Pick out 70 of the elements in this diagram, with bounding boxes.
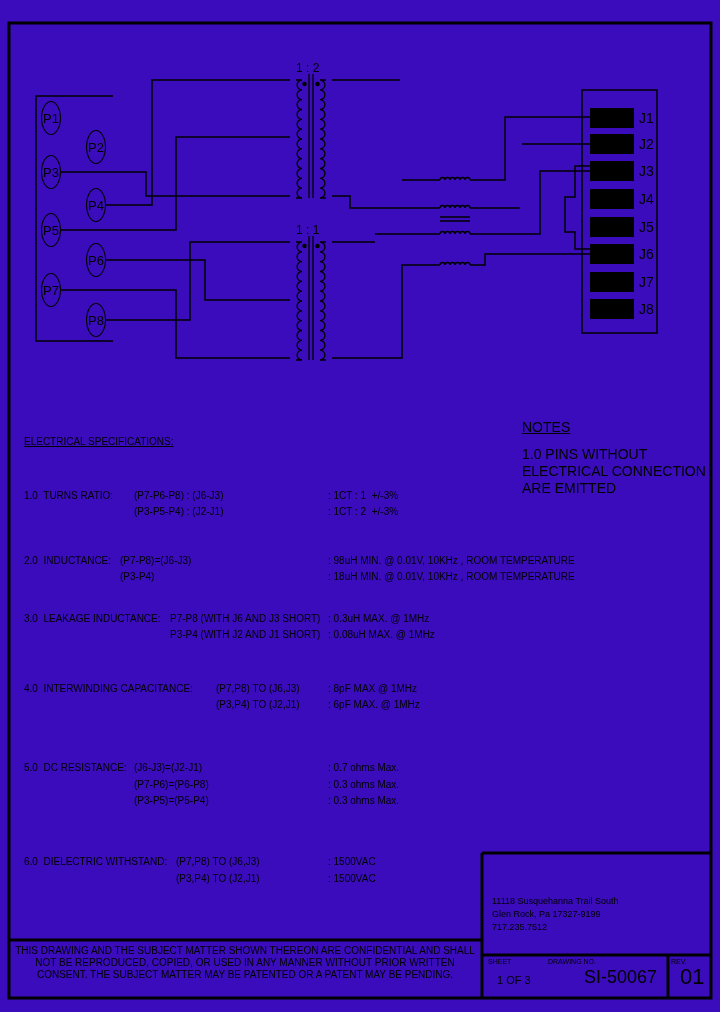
pin-label: J3 (639, 163, 654, 179)
spec-label: 3.0 LEAKAGE INDUCTANCE: (24, 613, 161, 625)
spec-value: : 98uH MIN. @ 0.01V, 10KHz , ROOM TEMPERATURE (328, 555, 575, 567)
spec-term: (P3-P5-P4) : (J2-J1) (134, 506, 224, 518)
pin-label: J2 (639, 136, 654, 152)
wire (105, 259, 291, 301)
spec-term: (P7,P8) TO (J6,J3) (176, 856, 260, 868)
spec-term: P3-P4 (WITH J2 AND J1 SHORT) (170, 629, 321, 641)
spec-term: P7-P8 (WITH J6 AND J3 SHORT) (170, 613, 321, 625)
wire (105, 241, 291, 321)
spec-value: : 1CT : 1 +/-3% (328, 490, 399, 502)
spec-term: (P7-P6-P8) : (J6-J3) (134, 490, 224, 502)
spec-value: : 1500VAC (328, 873, 376, 885)
wire (471, 170, 591, 235)
phone-number: 717.235.7512 (492, 922, 548, 933)
spec-term: (P7-P8)=(J6-J3) (120, 555, 192, 567)
notes-heading: NOTES (522, 419, 571, 436)
spec-label: 1.0 TURNS RATIO: (24, 490, 114, 502)
spec-value: : 1CT : 2 +/-3% (328, 506, 399, 518)
pin-label: J1 (639, 110, 654, 126)
spec-term: (J6-J3)=(J2-J1) (134, 762, 203, 774)
spec-term: (P3,P4) TO (J2,J1) (216, 699, 300, 711)
spec-label: 2.0 INDUCTANCE: (24, 555, 112, 567)
pin-label: J7 (639, 274, 654, 290)
wire (331, 264, 437, 359)
spec-value: : 0.3uH MAX. @ 1MHz (328, 613, 430, 625)
spec-value: : 18uH MIN. @ 0.01V, 10KHz , ROOM TEMPERATURE (328, 571, 575, 583)
address-line: 11118 Susquehanna Trail South (492, 896, 619, 907)
ratio-label: 1 : 2 (296, 62, 320, 74)
note-text: 1.0 PINS WITHOUT ELECTRICAL CONNECTION ARE EMITTED (522, 446, 707, 497)
spec-label: 6.0 DIELECTRIC WITHSTAND: (24, 856, 168, 868)
spec-term: (P3-P5)=(P5-P4) (134, 795, 209, 807)
pin-label: J4 (639, 191, 654, 207)
spec-value: : 0.3 ohms Max. (328, 795, 400, 807)
spec-term: (P7,P8) TO (J6,J3) (216, 683, 300, 695)
wire (521, 143, 591, 145)
spec-value: : 0.3 ohms Max. (328, 779, 400, 791)
wire (401, 179, 437, 181)
sheet-number: 1 OF 3 (497, 974, 531, 987)
spec-term: (P3,P4) TO (J2,J1) (176, 873, 260, 885)
wire (331, 79, 401, 81)
wire (564, 165, 591, 250)
spec-term: (P7-P6)=(P6-P8) (134, 779, 209, 791)
pin-label: J6 (639, 246, 654, 262)
wire (60, 289, 291, 359)
spec-value: : 1500VAC (328, 856, 376, 868)
address-line: Glen Rock, Pa 17327-9199 (492, 909, 601, 920)
wire (105, 79, 291, 206)
drawing-number: SI-50067 (584, 966, 658, 988)
wire (331, 241, 376, 243)
pin-label: J8 (639, 301, 654, 317)
pin-label: J5 (639, 219, 654, 235)
revision-number: 01 (680, 964, 705, 990)
spec-value: : 8pF MAX @ 1MHz (328, 683, 418, 695)
wire (471, 207, 521, 209)
wire (374, 233, 437, 235)
spec-label: 5.0 DC RESISTANCE: (24, 762, 127, 774)
ratio-label: 1 : 1 (296, 224, 320, 236)
section-heading: ELECTRICAL SPECIFICATIONS: (24, 436, 174, 448)
wire (471, 116, 591, 181)
spec-label: 4.0 INTERWINDING CAPACITANCE: (24, 683, 193, 695)
wire (60, 136, 291, 231)
wire (471, 253, 591, 266)
spec-value: : 0.08uH MAX. @ 1MHz (328, 629, 435, 641)
wire (331, 195, 437, 209)
confidentiality-notice: THIS DRAWING AND THE SUBJECT MATTER SHOWN THEREON ARE CONFIDENTIAL AND SHALL NOT BE REPRODUCED, COPIED, OR USED IN ANY MANNER WITHOUT PRIOR WRITTEN CONSENT. THE SUBJECT MATTER MAY BE PATENTED OR A PATENT MAY BE PENDING. (14, 945, 476, 981)
spec-value: : 6pF MAX. @ 1MHz (328, 699, 420, 711)
spec-term: (P3-P4) (120, 571, 155, 583)
wire (60, 171, 291, 197)
spec-value: : 0.7 ohms Max. (328, 762, 400, 774)
